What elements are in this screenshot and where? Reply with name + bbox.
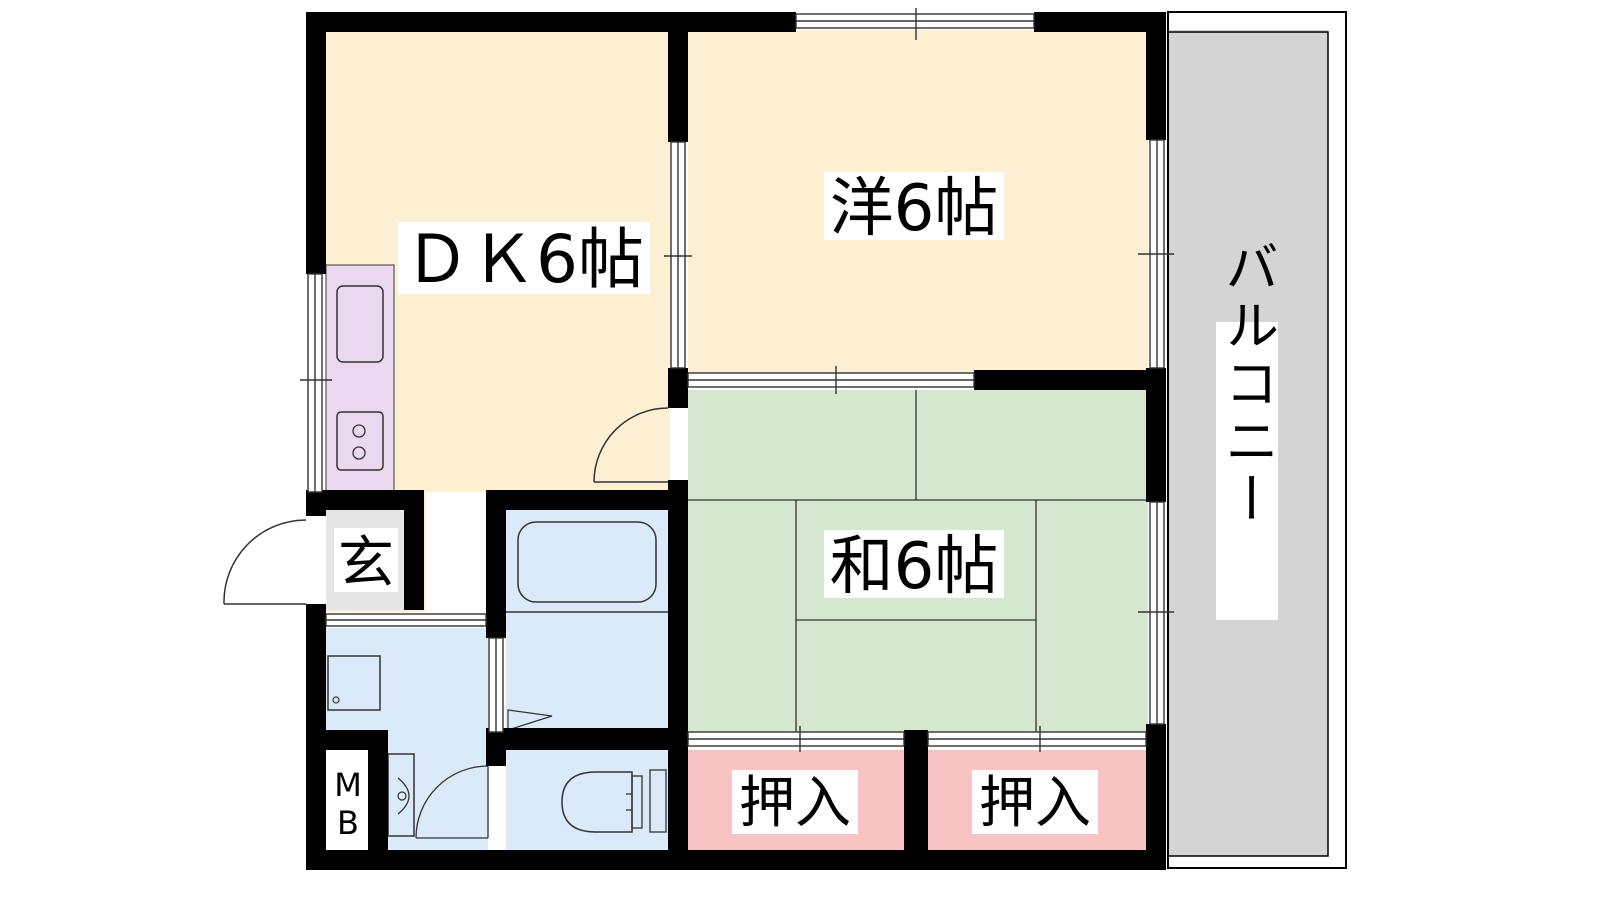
walls: [306, 12, 1166, 870]
closet-right-label-bg: [972, 770, 1098, 834]
closet-left-label-bg: [732, 770, 858, 834]
kitchen-counter: [326, 265, 394, 492]
bathtub-icon: [517, 521, 657, 603]
closet-right-label: 押入: [979, 771, 1091, 836]
toilet-floor: [506, 750, 668, 854]
washroom-floor: [326, 628, 488, 854]
meter-box-label-m: M: [334, 766, 362, 804]
balcony-label: バルコニー: [1216, 239, 1279, 529]
japanese-label-bg: [824, 530, 1004, 598]
dk-label-bg: [398, 222, 650, 294]
washing-machine-drain-icon: [332, 696, 340, 704]
meter-box-label-b: B: [337, 804, 359, 842]
balcony-inner-outline: [1167, 31, 1329, 857]
entrance-door-swing: [223, 519, 307, 605]
stove-icon: [336, 411, 384, 471]
meter-box-label-bg: [328, 760, 368, 846]
western-label-bg: [824, 172, 1004, 240]
sink-icon: [336, 285, 384, 363]
tatami-lines: [688, 390, 1148, 736]
entrance-label-bg: [334, 528, 398, 592]
entrance-label: 玄: [338, 531, 394, 596]
western-room-label: 洋6帖: [830, 172, 999, 246]
japanese-room-label: 和6帖: [830, 530, 999, 604]
closet-left-label: 押入: [739, 771, 851, 836]
windows: [300, 8, 1174, 752]
dk-floor: [326, 30, 670, 612]
bathroom-floor: [506, 510, 668, 732]
bathroom-door-swing: [507, 709, 553, 731]
japanese-room-door-swing: [593, 407, 669, 483]
toilet-icon: [561, 769, 667, 833]
dk-label: ＤＫ6帖: [404, 221, 644, 298]
washroom-door-swing: [415, 765, 489, 839]
balcony-label-bg: [1216, 322, 1278, 620]
washing-machine-icon: [327, 655, 381, 711]
